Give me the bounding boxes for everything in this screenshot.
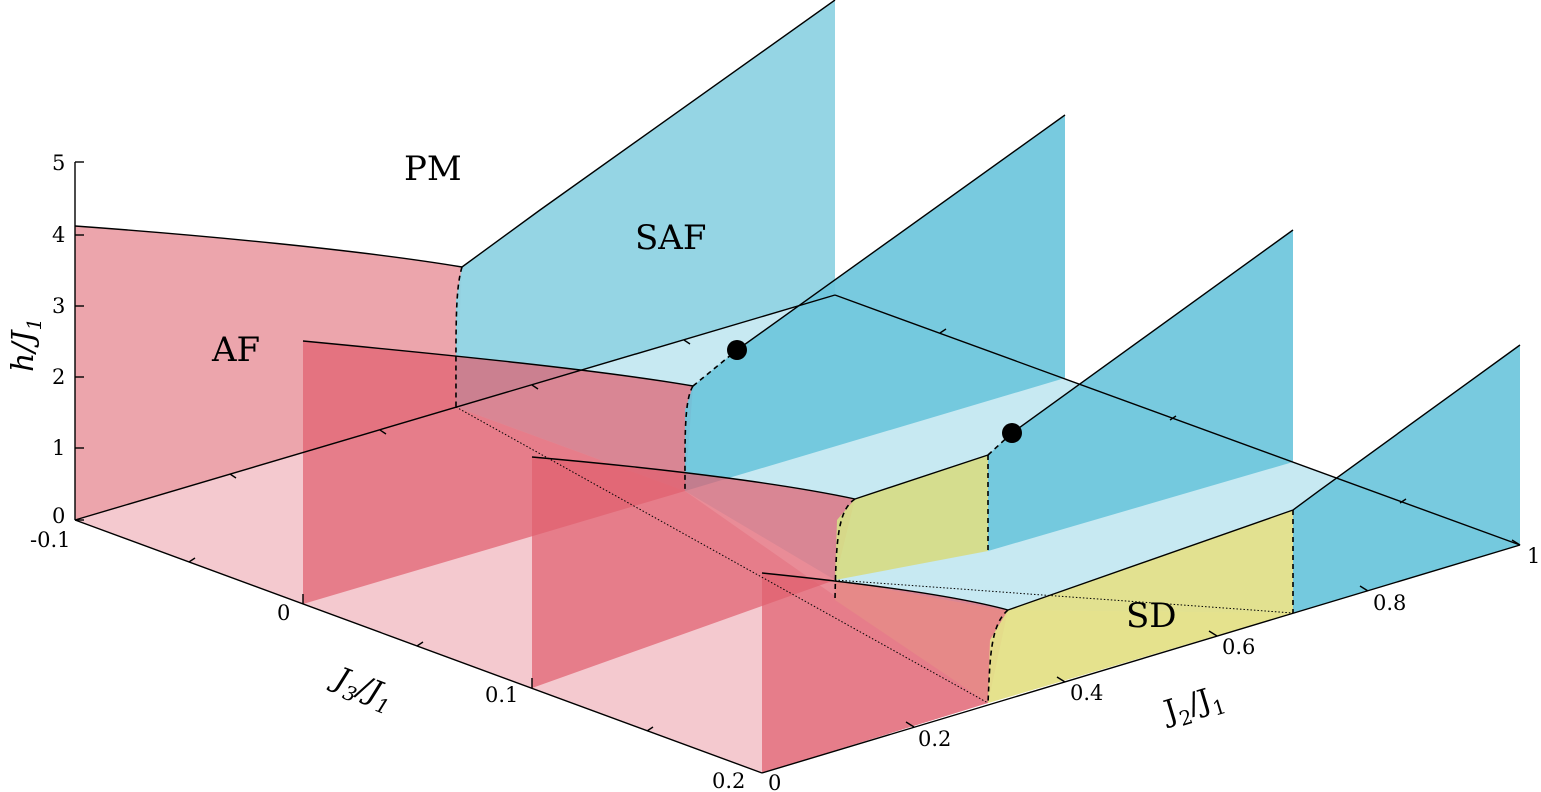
af-slice-2 [303, 341, 693, 604]
sd-boundary-3 [854, 454, 989, 500]
critical-point-1 [727, 340, 747, 360]
af-boundary-4 [761, 572, 1009, 611]
j3-axis-ticks [188, 557, 654, 732]
h-tick-4: 4 [52, 223, 65, 247]
sd-slice-4 [988, 510, 1293, 703]
saf-boundary-3 [1011, 229, 1294, 434]
af-saf-transition-2 [684, 385, 694, 492]
af-slice-3 [532, 457, 855, 688]
h-tick-0: 0 [52, 504, 65, 528]
j2-tick-1: 1 [1527, 544, 1540, 568]
af-boundary-1 [74, 225, 463, 268]
saf-boundary-2 [736, 114, 1066, 351]
h-tick-1: 1 [52, 436, 65, 460]
j3-axis-label: J3/J1 [323, 659, 399, 720]
j2-tick-0.4: 0.4 [1070, 681, 1103, 705]
saf-boundary-1 [461, 0, 836, 268]
j2-axis-label: J2/J1 [1157, 679, 1229, 736]
af-sd-transition-3 [834, 498, 856, 601]
j3-tick-0.2: 0.2 [712, 769, 745, 792]
frame-back-left [74, 294, 836, 521]
h-axis-ticks [75, 161, 84, 521]
j3-tick-m0.1: -0.1 [30, 528, 71, 552]
floor-sd-boundary [834, 579, 1294, 614]
j2-tick-0.6: 0.6 [1222, 635, 1255, 659]
h-tick-2: 2 [52, 365, 65, 389]
saf-slice-2 [685, 115, 1065, 491]
frame-j2-axis [761, 544, 1521, 774]
h-tick-5: 5 [52, 151, 65, 175]
saf-boundary-4 [1292, 344, 1521, 511]
af-boundary-2 [302, 340, 694, 387]
frame-back-right [834, 294, 1521, 546]
saf-slice-3 [988, 230, 1293, 551]
h-axis-label: h/J1 [6, 318, 46, 372]
j3-tick-0: 0 [277, 601, 290, 625]
saf-slice-4 [1293, 345, 1520, 613]
saf-slice-1 [456, 0, 835, 407]
back-frame-ticks [229, 328, 1407, 504]
region-label-af: AF [211, 330, 260, 370]
region-label-saf: SAF [635, 218, 706, 258]
af-slice-1 [75, 226, 462, 520]
j3-tick-0.1: 0.1 [485, 683, 518, 707]
sd-slice-3 [835, 455, 988, 580]
j2-tick-0.8: 0.8 [1373, 591, 1406, 615]
sd-boundary-4 [1007, 509, 1294, 611]
h-tick-3: 3 [52, 294, 65, 318]
region-label-pm: PM [404, 149, 462, 189]
af-slice-4 [762, 573, 1008, 773]
af-sd-transition-4 [987, 609, 1009, 704]
j2-tick-0: 0 [768, 771, 781, 792]
j2-axis-ticks [905, 539, 1521, 728]
region-label-sd: SD [1126, 596, 1177, 636]
critical-point-2 [1002, 423, 1022, 443]
af-boundary-3 [531, 456, 856, 500]
j2-tick-0.2: 0.2 [918, 727, 951, 751]
